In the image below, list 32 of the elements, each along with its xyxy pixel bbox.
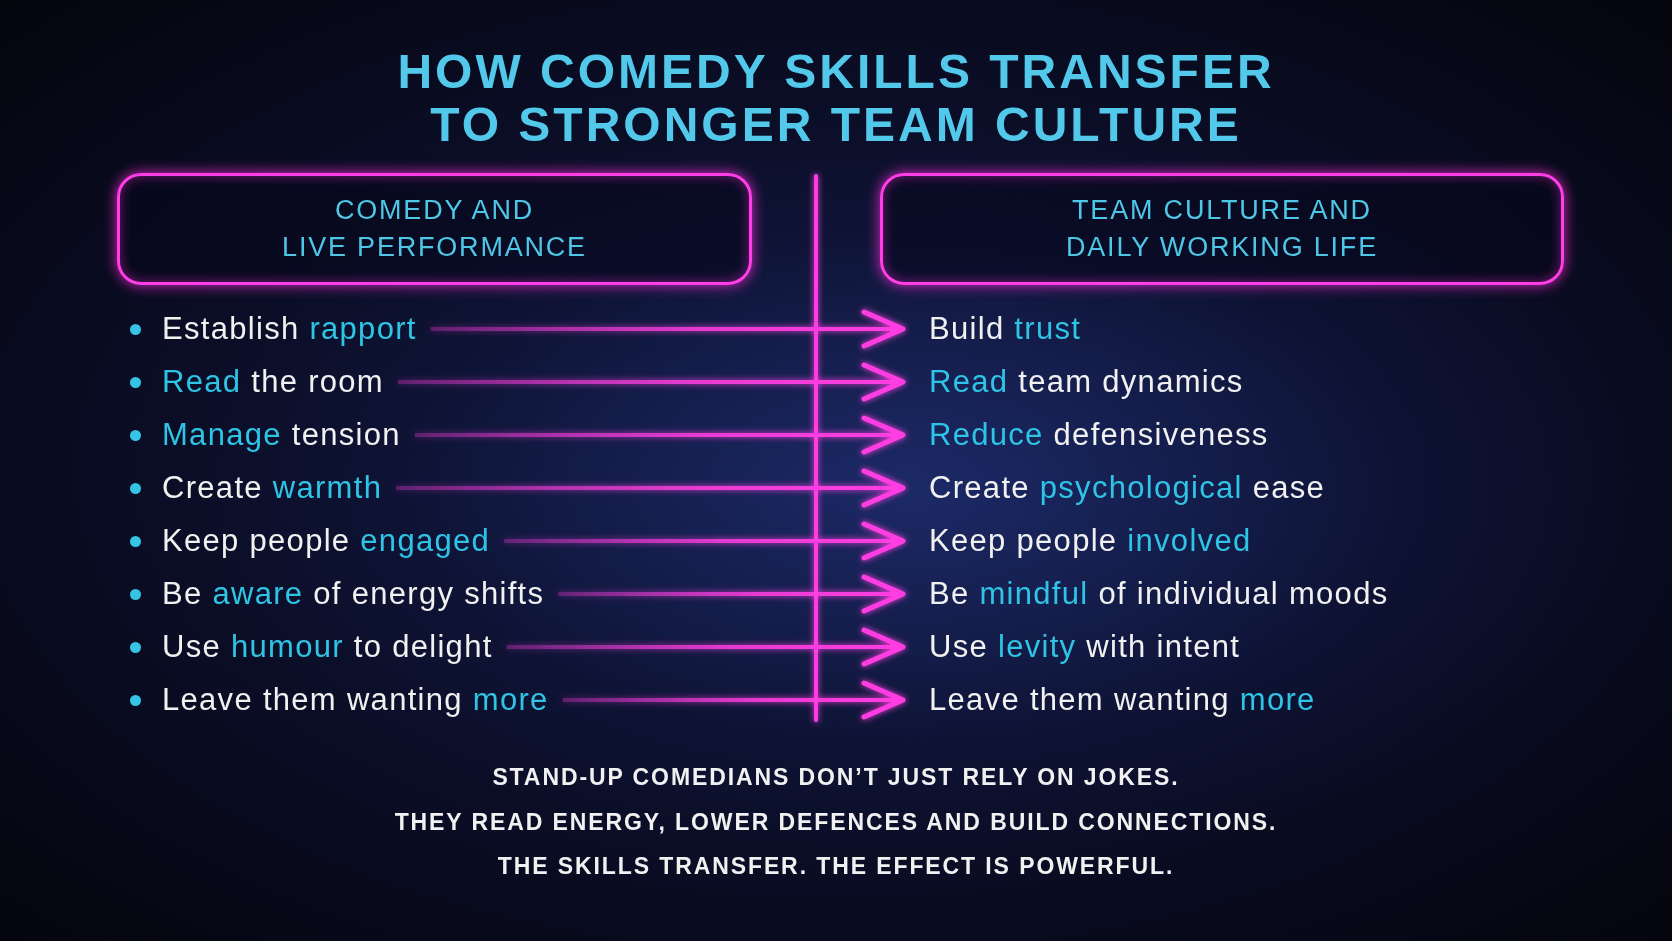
arrow: [558, 574, 906, 614]
column-header-box: [880, 173, 1564, 285]
list-item-text: Build trust: [929, 309, 1082, 349]
arrow: [562, 680, 906, 720]
list-item-text: Keep people engaged: [162, 521, 491, 561]
list-item-text: Be mindful of individual moods: [929, 574, 1389, 614]
arrow: [504, 521, 906, 561]
list-item-text: Leave them wanting more: [162, 680, 549, 720]
arrow: [397, 362, 906, 402]
list-item-text: Read team dynamics: [929, 362, 1244, 402]
diagram-title: HOW COMEDY SKILLS TRANSFER TO STRONGER TEAM CULTURE: [397, 45, 1275, 151]
list-item-text: Establish rapport: [162, 309, 417, 349]
arrow: [396, 468, 906, 508]
list-item-text: Create psychological ease: [929, 468, 1326, 508]
arrow: [506, 627, 906, 667]
list-item-text: Reduce defensiveness: [929, 415, 1269, 455]
column-heading: TEAM CULTURE AND DAILY WORKING LIFE: [1066, 194, 1378, 264]
arrow: [414, 415, 906, 455]
column-heading: COMEDY AND LIVE PERFORMANCE: [282, 194, 587, 264]
list-item-text: Manage tension: [162, 415, 401, 455]
statement-text: THEY READ ENERGY, LOWER DEFENCES AND BUILD CONNECTIONS.: [394, 807, 1278, 837]
list-item-text: Use humour to delight: [162, 627, 493, 667]
list-item-text: Create warmth: [162, 468, 383, 508]
statement-text: STAND-UP COMEDIANS DON’T JUST RELY ON JOKES.: [492, 763, 1180, 792]
arrow: [430, 309, 906, 349]
list-item-text: Keep people involved: [929, 521, 1252, 561]
column-header-box: [117, 173, 752, 285]
list-item-text: Leave them wanting more: [929, 680, 1316, 720]
list-item-text: Use levity with intent: [929, 627, 1241, 667]
statement-text: THE SKILLS TRANSFER. THE EFFECT IS POWERFUL.: [497, 852, 1175, 881]
list-item-text: Be aware of energy shifts: [162, 574, 545, 614]
list-item-text: Read the room: [162, 362, 384, 402]
